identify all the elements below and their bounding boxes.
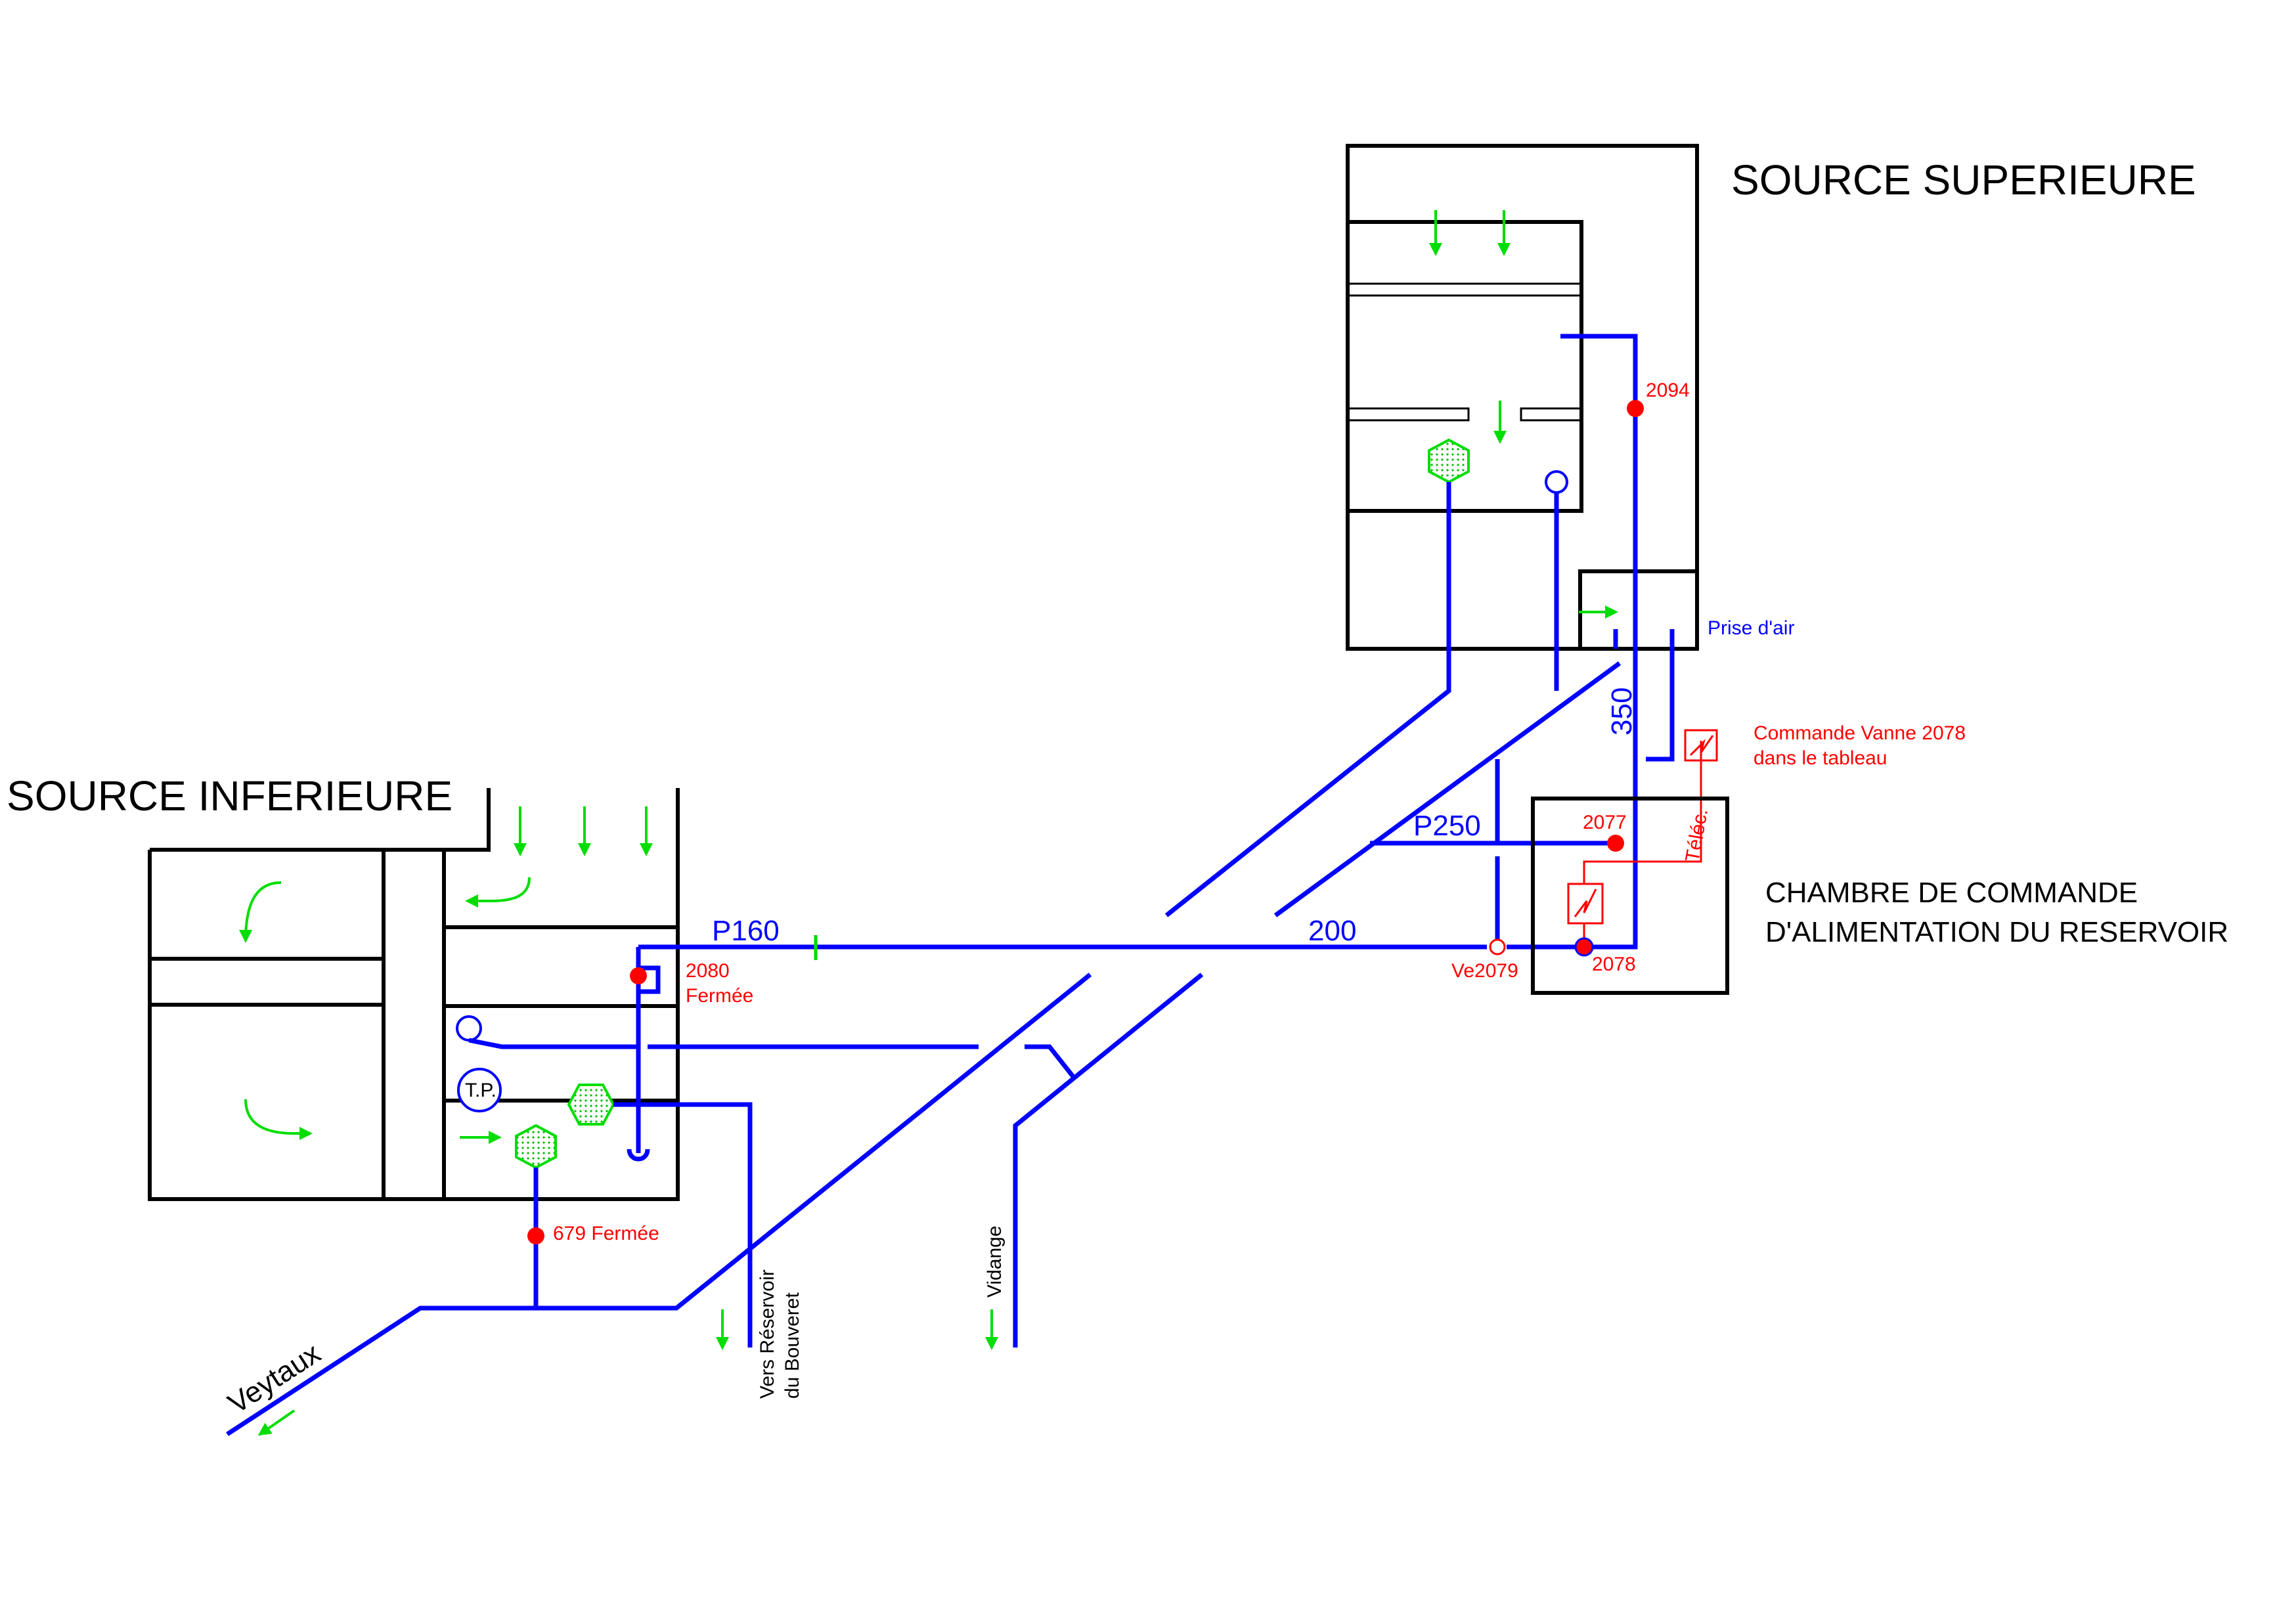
valve-2078[interactable]: [1574, 937, 1594, 957]
telec-label: Téléc.: [1681, 807, 1712, 864]
valve-2078-label: 2078: [1592, 953, 1636, 975]
control-wiring: [1567, 729, 1718, 939]
upper-overflow-icon: [1545, 470, 1568, 494]
valve-679[interactable]: [527, 1227, 544, 1244]
upper-source-building: [1346, 144, 1699, 651]
lower-flow-arrows: [239, 806, 998, 1436]
pipe-label-200: 200: [1308, 915, 1356, 947]
lower-overflow-icon: [456, 1015, 482, 1041]
valve-2094[interactable]: [1627, 400, 1644, 417]
upper-flow-arrows: [1429, 210, 1618, 619]
vidange-label: Vidange: [984, 1225, 1005, 1298]
prise-air-label: Prise d'air: [1708, 617, 1794, 639]
chamber-title-line1: CHAMBRE DE COMMANDE: [1765, 877, 2138, 909]
control-chamber-box: [1531, 797, 1729, 995]
title-source-inferieure: SOURCE INFERIEURE: [7, 772, 453, 820]
lower-source-building: [148, 788, 680, 1201]
lower-filter-icons: [515, 1084, 615, 1170]
valve-2080-state: Fermée: [686, 985, 753, 1007]
vers-reservoir-line1: Vers Réservoir: [757, 1269, 778, 1399]
valve-ve2079[interactable]: [1489, 938, 1506, 955]
valve-2080-label: 2080: [686, 960, 730, 982]
title-source-superieure: SOURCE SUPERIEURE: [1731, 156, 2196, 204]
tp-label: T.P.: [465, 1080, 497, 1101]
valve-2077-label: 2077: [1583, 812, 1627, 833]
valve-679-label: 679 Fermée: [553, 1223, 659, 1244]
valve-ve2079-label: Ve2079: [1451, 960, 1518, 982]
pipe-label-p250: P250: [1413, 810, 1481, 842]
pipe-label-p160: P160: [712, 915, 780, 947]
upper-filter-icon: [1428, 438, 1470, 484]
valve-2077[interactable]: [1607, 835, 1624, 852]
valve-2080[interactable]: [630, 967, 647, 984]
chamber-title-line2: D'ALIMENTATION DU RESERVOIR: [1765, 916, 2228, 948]
valve-2094-label: 2094: [1646, 380, 1690, 401]
tp-circle: [457, 1068, 502, 1112]
vers-reservoir-line2: du Bouveret: [782, 1292, 803, 1399]
commande-label-line1: Commande Vanne 2078: [1754, 722, 1966, 744]
commande-label-line2: dans le tableau: [1754, 747, 1888, 769]
pipe-network: [226, 334, 1675, 1436]
pipe-label-350: 350: [1606, 688, 1638, 735]
